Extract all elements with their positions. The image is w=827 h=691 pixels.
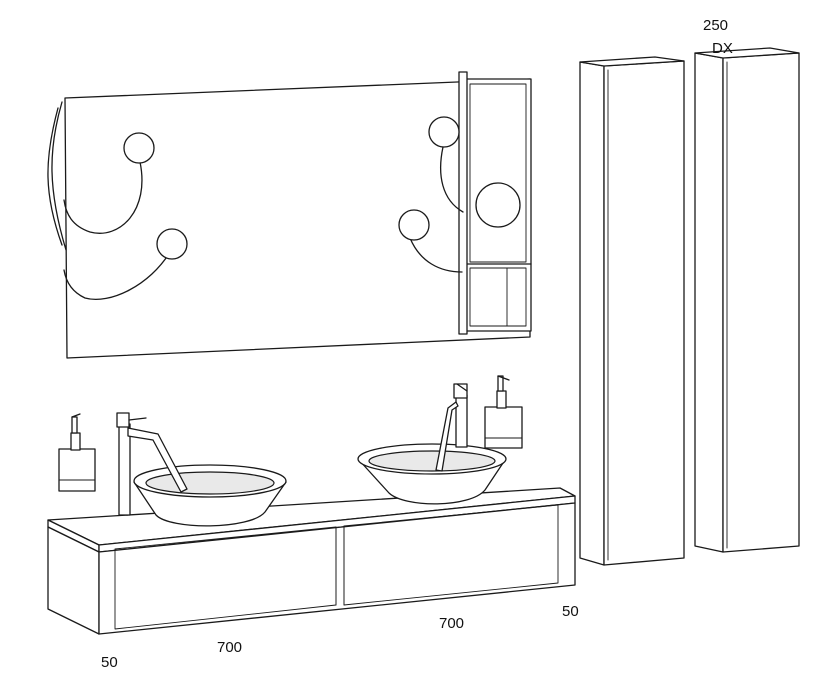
right-tap — [435, 383, 468, 472]
spot-light — [398, 209, 430, 241]
light-arm — [440, 146, 464, 213]
light-arm — [63, 161, 143, 234]
spot-lights — [63, 116, 464, 300]
tap-spout — [435, 401, 459, 472]
mirror-cabinet — [458, 71, 532, 335]
dimension-mirror-width: 250 — [703, 17, 729, 34]
tap-spout — [127, 427, 188, 493]
right-basin — [357, 443, 507, 505]
spot-light — [123, 132, 155, 164]
dimension-right-unit-width: 700 — [439, 615, 465, 632]
tall-column-right — [694, 47, 800, 553]
spot-light — [156, 228, 188, 260]
light-arm — [409, 237, 463, 273]
magnifying-mirror — [475, 182, 521, 228]
dimension-left-unit-width: 700 — [217, 639, 243, 656]
left-tap — [116, 412, 188, 516]
soap-dispenser-left — [58, 413, 96, 492]
dimension-mirror-side: DX — [712, 40, 733, 57]
mirror-curved-edge — [51, 101, 67, 251]
dimension-right-gap: 50 — [562, 603, 579, 620]
soap-dispenser-right — [484, 375, 523, 449]
mirror — [47, 78, 531, 359]
tall-column-left — [579, 56, 685, 566]
dimension-left-gap: 50 — [101, 654, 118, 671]
spot-light — [428, 116, 460, 148]
mirror-panel — [64, 78, 531, 359]
cabinet-door-edge — [458, 71, 468, 335]
light-arm — [63, 251, 171, 300]
vanity-unit — [47, 487, 576, 635]
